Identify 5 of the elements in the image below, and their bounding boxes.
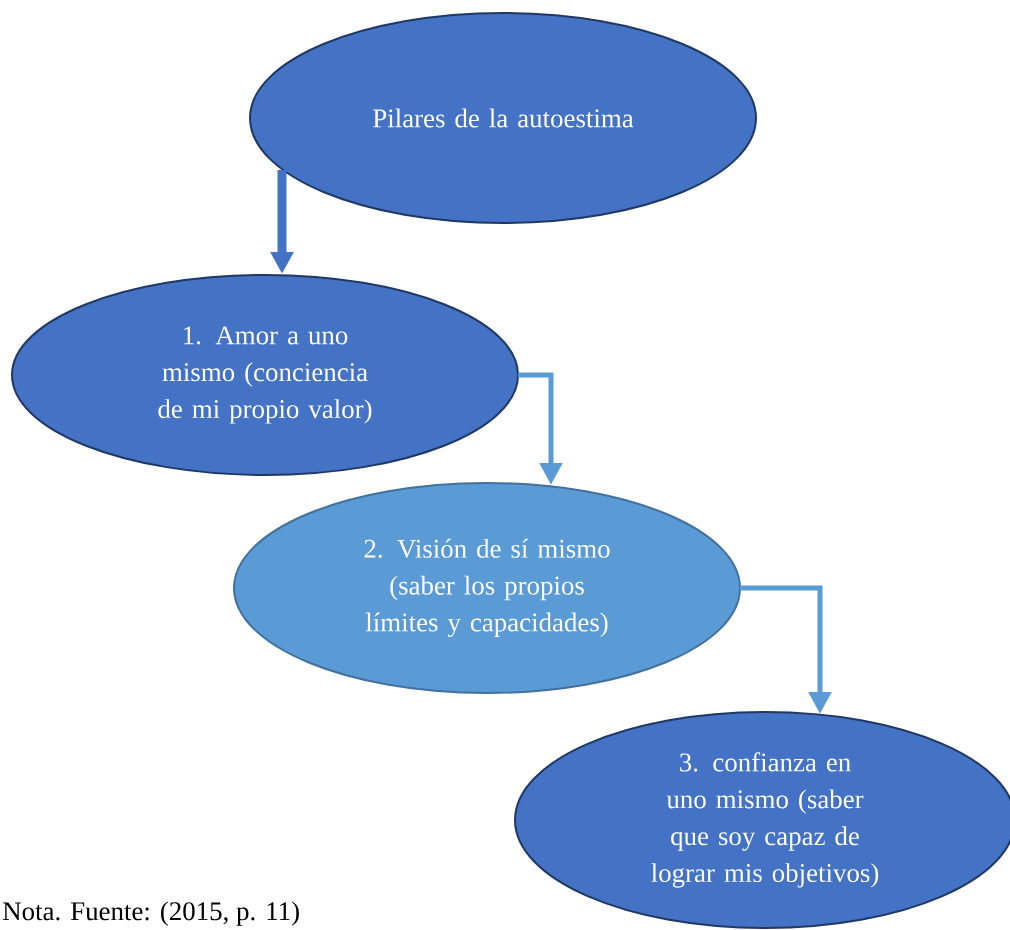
- caption: Nota. Fuente: (2015, p. 11): [3, 901, 299, 926]
- ellipse-node: 3. confianza en uno mismo (saber que soy capaz de lograr mis objetivos): [514, 711, 1010, 929]
- ellipse-node: 1. Amor a uno mismo (conciencia de mi propio valor): [11, 274, 519, 476]
- ellipse-node: 2. Visión de sí mismo (saber los propios límites y capacidades): [233, 482, 741, 694]
- ellipse-node: Pilares de la autoestima: [249, 12, 757, 224]
